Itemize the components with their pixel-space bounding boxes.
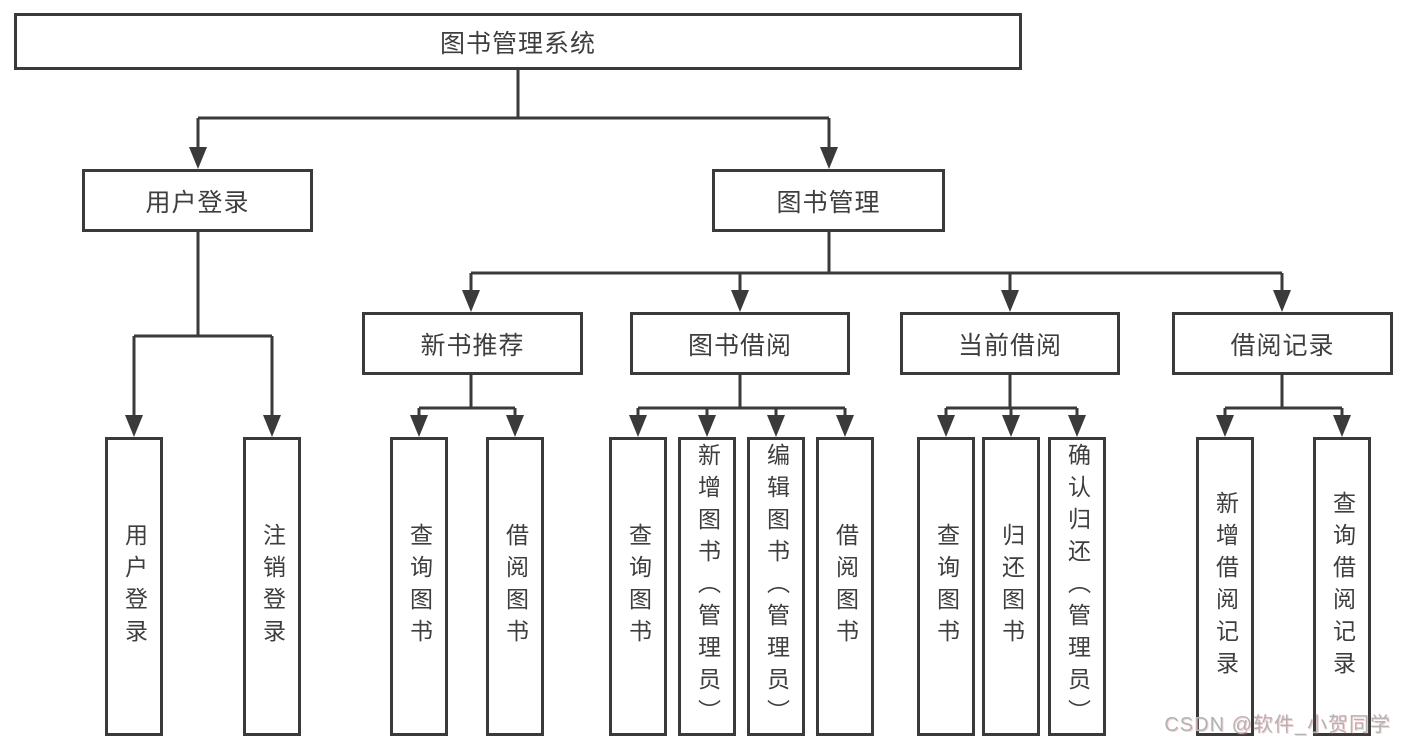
leaf-query-books-current: 查询图书: [917, 437, 975, 736]
arrowhead-icon: [1001, 290, 1019, 312]
arrowhead-icon: [125, 415, 143, 437]
node-label: 新增借阅记录: [1212, 490, 1239, 683]
node-label: 用户登录: [121, 522, 148, 651]
arrowhead-icon: [1273, 290, 1291, 312]
node-label: 图书管理系统: [439, 29, 596, 58]
leaf-add-book-admin: 新增图书（管理员）: [678, 437, 736, 736]
node-label: 图书管理: [776, 188, 881, 217]
connector-bookborrow-to-leaves: [629, 375, 854, 437]
leaf-borrow-book: 借阅图书: [816, 437, 874, 736]
connector-bookmgmt-to-level3: [462, 232, 1291, 312]
node-label: 借阅图书: [832, 522, 859, 651]
connector-currentborrow-to-leaves: [937, 375, 1086, 437]
node-label: 查询借阅记录: [1329, 490, 1356, 683]
node-new-book-recommend: 新书推荐: [362, 312, 583, 375]
arrowhead-icon: [698, 415, 716, 437]
arrowhead-icon: [767, 415, 785, 437]
connector-userlogin-to-leaves: [125, 232, 281, 437]
node-label: 当前借阅: [957, 331, 1062, 360]
node-book-management: 图书管理: [712, 169, 945, 232]
node-borrow-records: 借阅记录: [1172, 312, 1393, 375]
node-label: 图书借阅: [687, 331, 792, 360]
arrowhead-icon: [629, 415, 647, 437]
node-label: 借阅图书: [502, 522, 529, 651]
arrowhead-icon: [836, 415, 854, 437]
arrowhead-icon: [189, 147, 207, 169]
leaf-borrow-books-recommend: 借阅图书: [486, 437, 544, 736]
arrowhead-icon: [1002, 415, 1020, 437]
leaf-query-borrow-record: 查询借阅记录: [1313, 437, 1371, 736]
node-label: 用户登录: [145, 188, 250, 217]
arrowhead-icon: [937, 415, 955, 437]
leaf-confirm-return-admin: 确认归还（管理员）: [1048, 437, 1106, 736]
node-label: 查询图书: [933, 522, 960, 651]
node-library-system: 图书管理系统: [14, 13, 1022, 70]
arrowhead-icon: [1216, 415, 1234, 437]
arrowhead-icon: [1068, 415, 1086, 437]
leaf-query-books-borrow: 查询图书: [609, 437, 667, 736]
csdn-watermark: CSDN @软件_小贺同学: [1164, 714, 1391, 736]
node-book-borrow: 图书借阅: [630, 312, 850, 375]
leaf-return-book: 归还图书: [982, 437, 1040, 736]
node-label: 借阅记录: [1230, 331, 1335, 360]
node-label: 新书推荐: [420, 331, 525, 360]
arrowhead-icon: [410, 415, 428, 437]
connector-borrowrecords-to-leaves: [1216, 375, 1351, 437]
node-label: 新增图书（管理员）: [694, 442, 721, 731]
leaf-user-login: 用户登录: [105, 437, 163, 736]
arrowhead-icon: [506, 415, 524, 437]
arrowhead-icon: [263, 415, 281, 437]
node-label: 确认归还（管理员）: [1064, 442, 1091, 731]
leaf-edit-book-admin: 编辑图书（管理员）: [747, 437, 805, 736]
node-user-login: 用户登录: [82, 169, 313, 232]
node-label: 注销登录: [259, 522, 286, 651]
leaf-logout: 注销登录: [243, 437, 301, 736]
leaf-query-books-recommend: 查询图书: [390, 437, 448, 736]
connector-root-to-level2: [189, 70, 838, 169]
arrowhead-icon: [1333, 415, 1351, 437]
node-current-borrow: 当前借阅: [900, 312, 1120, 375]
leaf-add-borrow-record: 新增借阅记录: [1196, 437, 1254, 736]
node-label: 归还图书: [998, 522, 1025, 651]
node-label: 查询图书: [625, 522, 652, 651]
connector-newbook-to-leaves: [410, 375, 524, 437]
arrowhead-icon: [731, 290, 749, 312]
node-label: 编辑图书（管理员）: [763, 442, 790, 731]
node-label: 查询图书: [406, 522, 433, 651]
arrowhead-icon: [462, 290, 480, 312]
arrowhead-icon: [820, 147, 838, 169]
